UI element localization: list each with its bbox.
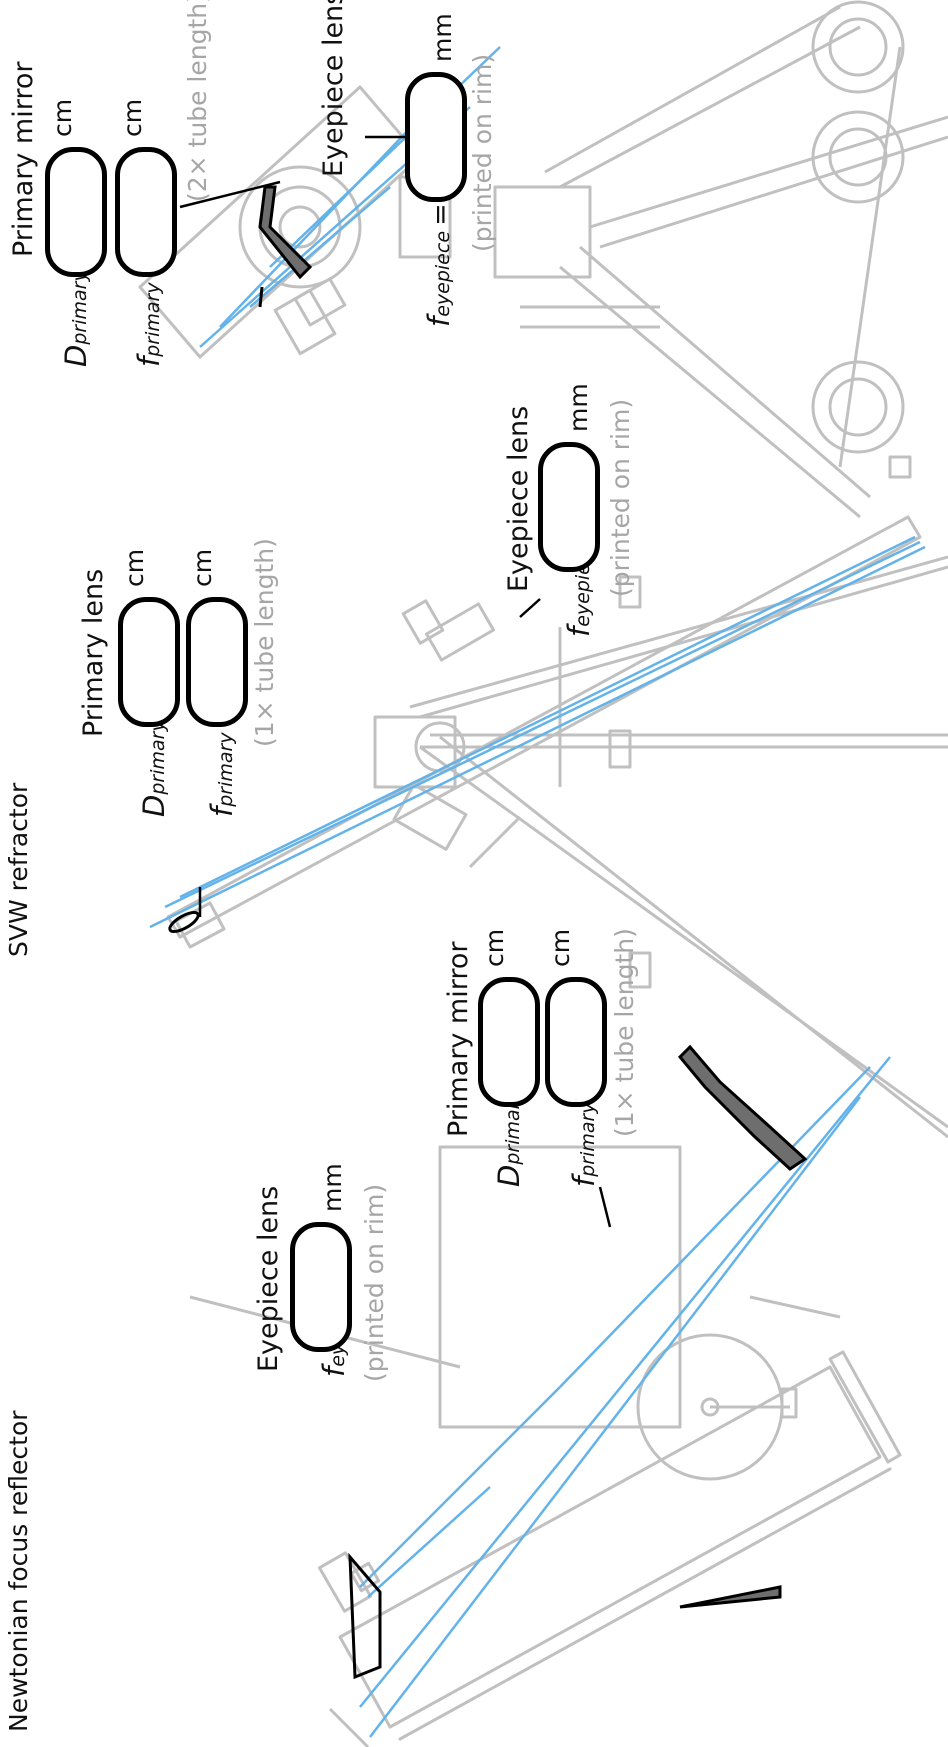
newtonian-eyepiece-unit: mm (318, 1163, 347, 1212)
cassegrain-eyepiece-label: Eyepiece lens (318, 0, 349, 177)
f-symbol: f (562, 626, 596, 637)
cassegrain-diameter-field[interactable] (45, 147, 107, 277)
refractor-focal-note: (1× tube length) (250, 538, 279, 747)
eyepiece-subscript: eyepiece (432, 230, 454, 317)
f-symbol: f (317, 1366, 351, 1377)
equals-sign: = (425, 203, 456, 226)
f-symbol: f (422, 316, 456, 327)
refractor-tube (166, 515, 922, 939)
cassegrain-wheel (811, 360, 905, 454)
refractor-focal-unit: cm (188, 548, 217, 587)
newtonian-diameter-field[interactable] (478, 977, 540, 1107)
cassegrain-eyepiece-symbol: feyepiece = (422, 203, 456, 327)
newtonian-mount-base (438, 1145, 682, 1429)
cassegrain-telescope (138, 0, 948, 519)
refractor-eyepiece-field[interactable] (538, 442, 600, 572)
cassegrain-eyepiece-field[interactable] (405, 72, 467, 202)
refractor-diameter-field[interactable] (118, 597, 180, 727)
cassegrain-eyepiece-unit: mm (428, 13, 457, 62)
primary-subscript: primary (69, 270, 91, 345)
newtonian-primary-label: Primary mirror (443, 941, 474, 1137)
newtonian-eyepiece-label: Eyepiece lens (253, 1185, 284, 1372)
newtonian-diameter-unit: cm (480, 928, 509, 967)
light-rays (149, 46, 926, 1738)
f-symbol: f (132, 356, 166, 367)
optics (168, 185, 808, 1680)
newtonian-focal-unit: cm (546, 928, 575, 967)
cassegrain-diameter-unit: cm (48, 98, 77, 137)
d-symbol: D (59, 344, 93, 367)
f-symbol: f (567, 1176, 601, 1187)
primary-subscript: primary (147, 720, 169, 795)
newtonian-title: Newtonian focus reflector (4, 1410, 33, 1732)
refractor-focal-field[interactable] (186, 597, 248, 727)
primary-subscript: primary (142, 282, 164, 357)
cassegrain-eyepiece-note: (printed on rim) (468, 53, 497, 252)
refractor-primary-label: Primary lens (78, 568, 109, 737)
newtonian-telescope (189, 1145, 902, 1747)
refractor-diameter-unit: cm (120, 548, 149, 587)
newtonian-eyepiece-note: (printed on rim) (360, 1183, 389, 1382)
newtonian-focal-field[interactable] (545, 977, 607, 1107)
cassegrain-primary-label: Primary mirror (8, 61, 39, 257)
cassegrain-focal-unit: cm (118, 98, 147, 137)
refractor-eyepiece-label: Eyepiece lens (503, 405, 534, 592)
newtonian-focal-note: (1× tube length) (610, 928, 639, 1137)
refractor-eyepiece-unit: mm (564, 383, 593, 432)
newtonian-tube (338, 1365, 882, 1729)
d-symbol: D (137, 794, 171, 817)
f-symbol: f (205, 806, 239, 817)
primary-subscript: primary (577, 1102, 599, 1177)
primary-subscript: primary (215, 732, 237, 807)
cassegrain-focal-note: (2× tube length) (183, 0, 212, 202)
newtonian-focuser (318, 1551, 372, 1613)
refractor-eyepiece-note: (printed on rim) (606, 398, 635, 597)
cassegrain-focal-field[interactable] (115, 147, 177, 277)
refractor-title: SVW refractor (4, 782, 33, 957)
refractor-finder (425, 602, 495, 662)
newtonian-eyepiece-field[interactable] (290, 1222, 352, 1352)
d-symbol: D (492, 1164, 526, 1187)
